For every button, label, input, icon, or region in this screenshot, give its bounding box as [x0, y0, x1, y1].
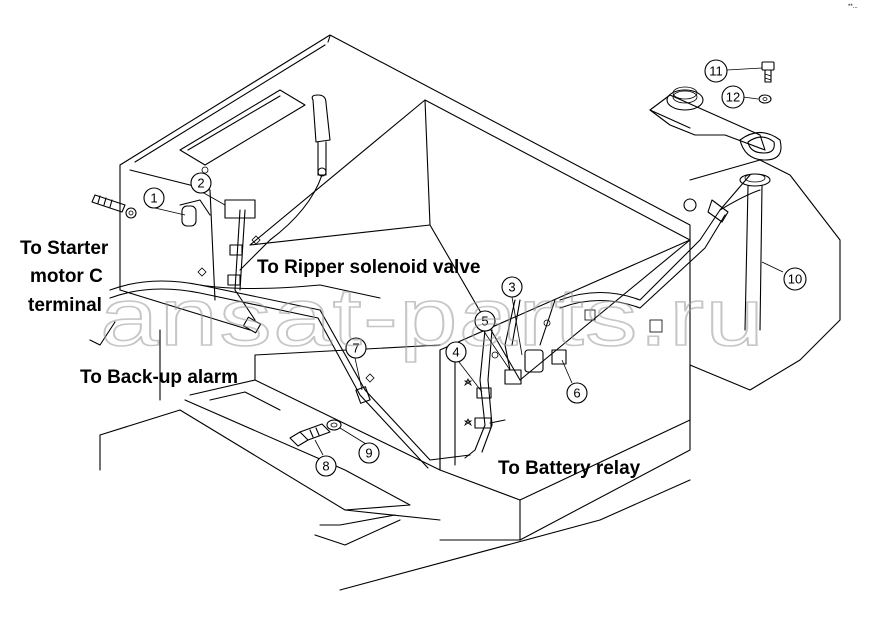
svg-text:terminal: terminal — [28, 295, 102, 316]
callout-3: 3 — [501, 276, 523, 298]
svg-text:1: 1 — [150, 191, 157, 206]
svg-text:motor C: motor C — [30, 266, 103, 287]
svg-text:6: 6 — [573, 386, 580, 401]
svg-text:4: 4 — [452, 345, 459, 360]
bolt-left — [91, 194, 137, 219]
callout-9: 9 — [358, 442, 380, 464]
callout-6: 6 — [566, 382, 588, 404]
svg-text:9: 9 — [365, 446, 372, 461]
callout-8: 8 — [315, 455, 337, 477]
svg-text:2: 2 — [197, 176, 204, 191]
callout-7: 7 — [345, 337, 367, 359]
bolt-11 — [761, 61, 775, 83]
bolt-8 — [289, 423, 331, 447]
wiring-harness — [89, 174, 751, 469]
callout-2: 2 — [190, 172, 212, 194]
control-lever — [311, 94, 331, 177]
corner-mark: **... — [848, 4, 858, 10]
label-to-ripper-solenoid: To Ripper solenoid valve — [257, 257, 480, 278]
washer-9 — [326, 419, 342, 431]
washer-12 — [758, 94, 772, 104]
svg-text:5: 5 — [481, 314, 488, 329]
callout-11: 11 — [704, 59, 728, 83]
svg-text:7: 7 — [352, 341, 359, 356]
callout-5: 5 — [474, 310, 496, 332]
svg-text:8: 8 — [322, 459, 329, 474]
assembly-marks — [197, 166, 663, 427]
label-to-starter: To Starter motor C terminal — [20, 238, 109, 316]
fuel-tank — [683, 159, 841, 421]
svg-text:11: 11 — [709, 64, 723, 79]
callout-1: 1 — [143, 187, 165, 209]
tank-bracket — [649, 86, 782, 161]
svg-text:10: 10 — [788, 272, 802, 287]
svg-text:12: 12 — [726, 90, 740, 105]
callout-4: 4 — [445, 341, 467, 363]
label-to-backup-alarm: To Back-up alarm — [80, 367, 238, 388]
svg-text:To Starter: To Starter — [20, 238, 109, 259]
leader-lines — [154, 67, 784, 456]
svg-text:3: 3 — [508, 280, 515, 295]
callout-12: 12 — [721, 85, 745, 109]
callout-10: 10 — [783, 267, 807, 291]
watermark-text: ansat-parts.ru — [100, 272, 765, 363]
label-to-battery-relay: To Battery relay — [498, 458, 641, 479]
